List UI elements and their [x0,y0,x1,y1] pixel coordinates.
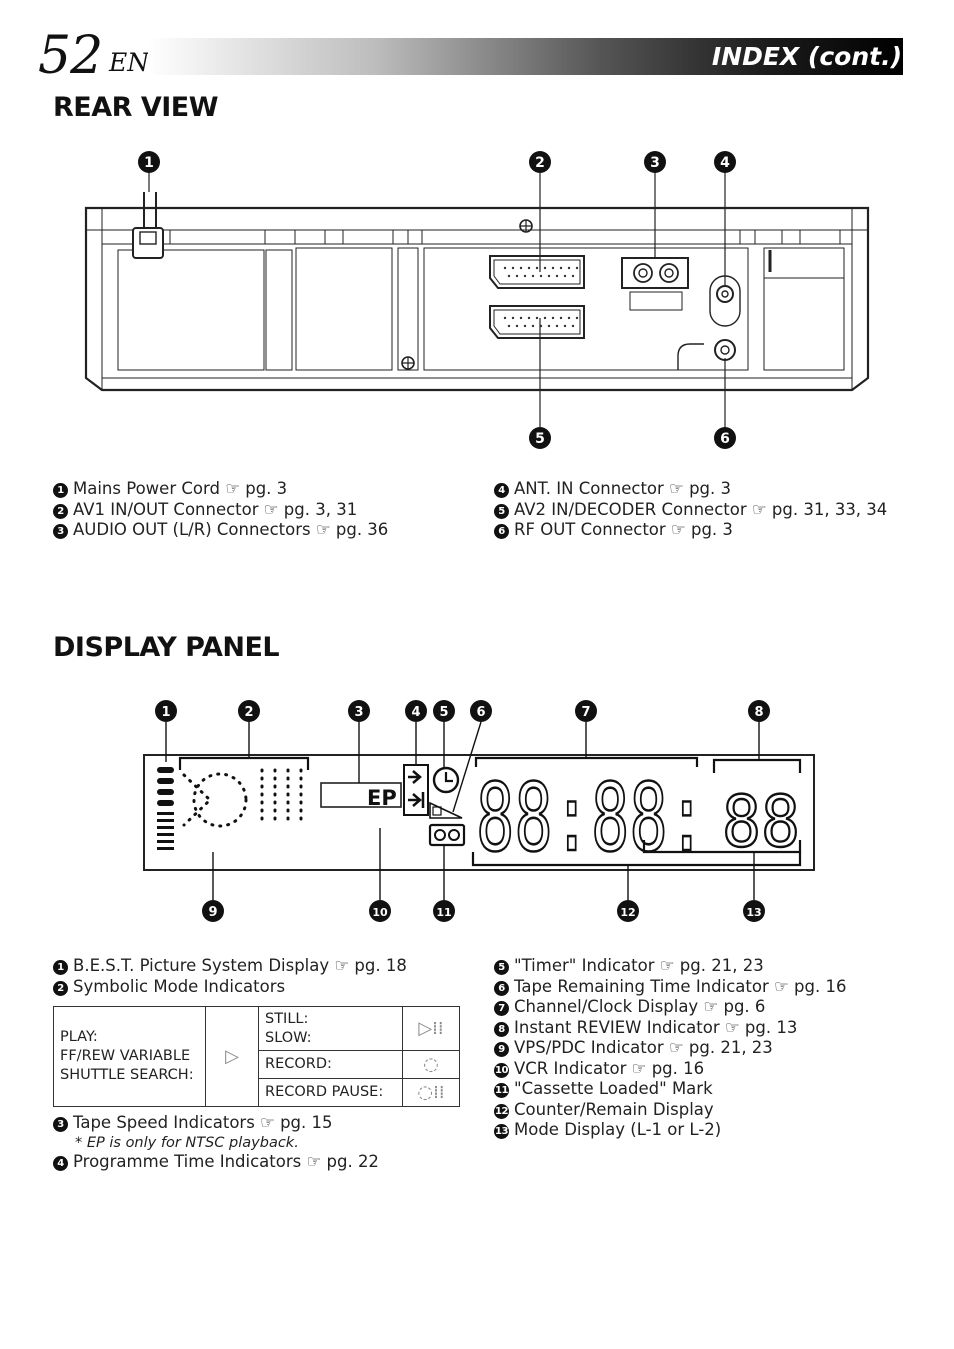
rear-callout-6: 6 [714,427,736,449]
record-pause-symbol-icon: ◌⁞⁞ [402,1078,460,1107]
page-language: EN [109,48,150,77]
still-slow-symbol-icon: ▷⁞⁞ [402,1006,460,1051]
panel-callout-9: 9 [208,905,217,920]
record-symbol-icon: ◌ [402,1050,460,1079]
rear-callout-1: 1 [138,151,160,173]
page-number: 52 [38,26,103,86]
record-label-cell: RECORD: [258,1050,403,1079]
record-pause-label-cell: RECORD PAUSE: [258,1078,403,1107]
panel-callout-4: 4 [411,705,420,720]
ep-note: * EP is only for NTSC playback. [75,1134,299,1151]
rear-callout-2: 2 [529,151,551,173]
rear-callout-4: 4 [714,151,736,173]
panel-callout-2: 2 [244,705,253,720]
still-slow-label-cell: STILL: SLOW: [258,1006,403,1051]
svg-text:3: 3 [650,155,660,171]
svg-text:88:88:: 88:88: [476,764,706,873]
panel-callout-8: 8 [754,705,763,720]
play-symbol-icon: ▷ [205,1006,259,1107]
rear-callout-5: 5 [529,427,551,449]
symbolic-mode-table: PLAY: FF/REW VARIABLE SHUTTLE SEARCH: ▷ … [53,1006,460,1107]
rear-callout-3: 3 [644,151,666,173]
panel-callout-5: 5 [439,705,448,720]
panel-callout-6: 6 [476,705,485,720]
svg-text:2: 2 [535,155,545,171]
display-panel-diagram: EP 88:88: 88 1 2 3 4 5 6 7 8 [143,700,815,922]
legend-item: 5"Timer" Indicator ☞ pg. 21, 23 [494,956,846,977]
page-title: INDEX (cont.) [711,42,902,71]
svg-text:88: 88 [722,781,800,863]
svg-text:6: 6 [720,431,730,447]
panel-callout-7: 7 [581,705,590,720]
panel-callout-3: 3 [354,705,363,720]
panel-callout-13: 13 [746,906,761,919]
display-panel-title: DISPLAY PANEL [53,632,280,663]
panel-callout-12: 12 [620,906,635,919]
panel-callout-11: 11 [436,906,451,919]
svg-text:4: 4 [720,155,730,171]
rear-view-diagram: 1 2 3 4 5 6 [84,151,870,449]
play-label-cell: PLAY: FF/REW VARIABLE SHUTTLE SEARCH: [53,1006,206,1107]
svg-text:EP: EP [367,786,397,810]
svg-text:1: 1 [144,155,154,171]
legend-item: 11"Cassette Loaded" Mark [494,1079,713,1098]
panel-callout-10: 10 [372,906,388,919]
panel-callout-1: 1 [161,705,170,720]
rear-view-title: REAR VIEW [53,92,219,123]
header-bar [148,38,903,75]
svg-text:5: 5 [535,431,545,447]
